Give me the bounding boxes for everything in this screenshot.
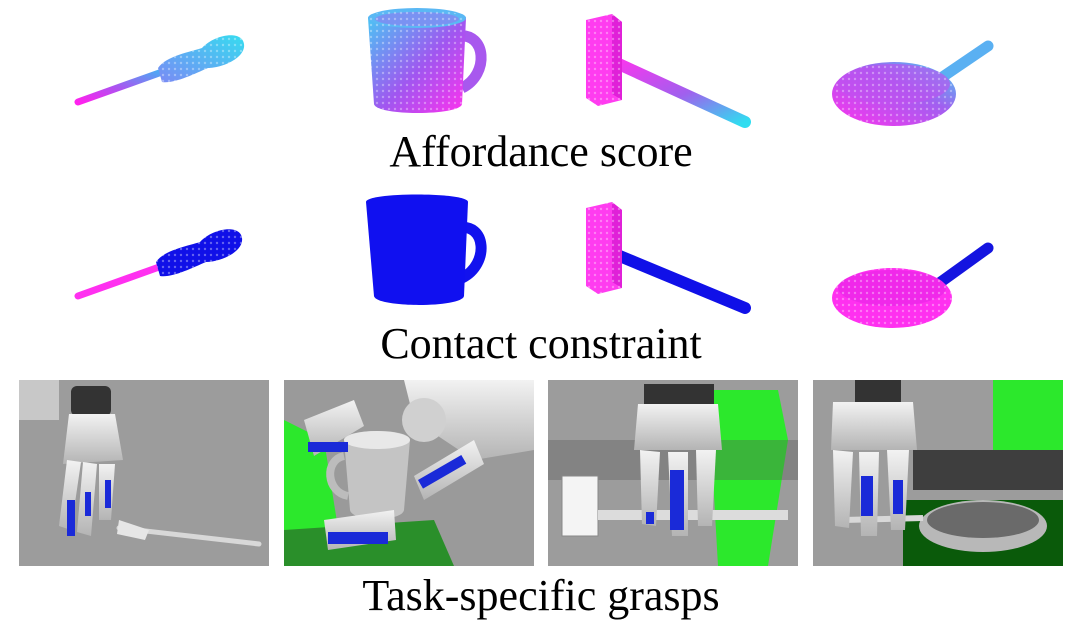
affordance-pan [828,34,1003,134]
caption-task-specific-grasps: Task-specific grasps [362,571,720,620]
caption-affordance-score: Affordance score [389,127,693,176]
grasp-screwdriver-render [19,380,269,566]
affordance-hammer [580,12,755,132]
caption-contact-constraint: Contact constraint [380,319,702,368]
contact-hammer [580,200,755,320]
grasp-mug-render [284,380,534,566]
affordance-mug [362,4,492,119]
contact-mug [362,192,492,310]
grasp-pan-render [813,380,1063,566]
grasp-hammer-render [548,380,798,566]
contact-pan [828,236,1003,336]
affordance-screwdriver [70,18,250,113]
contact-screwdriver [70,210,250,305]
